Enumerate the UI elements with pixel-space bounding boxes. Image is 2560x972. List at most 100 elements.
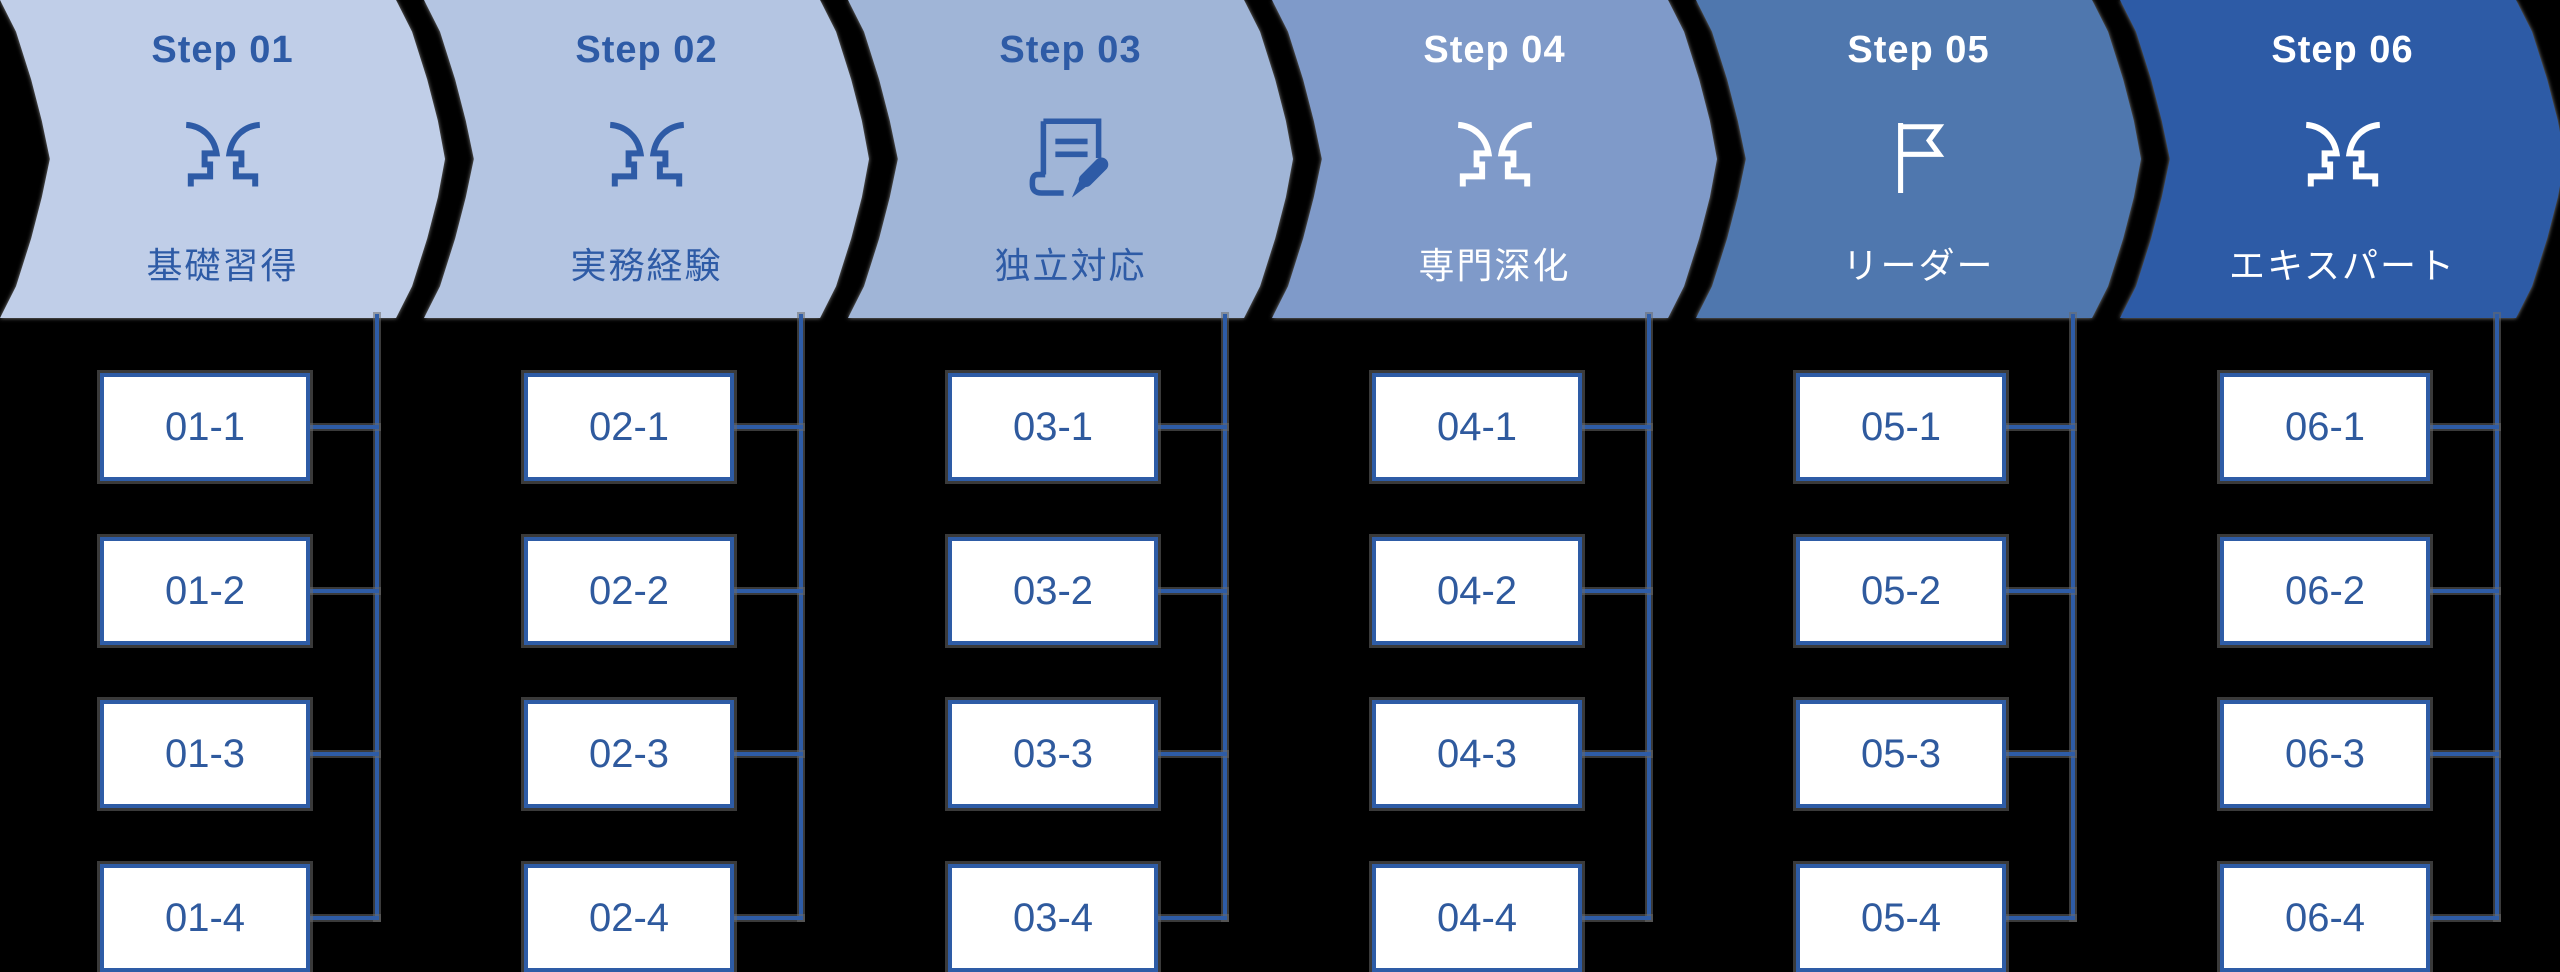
faces-icon (177, 112, 269, 204)
task-label: 03-2 (1012, 568, 1094, 613)
step-banner-6: Step 06 エキスパート (2120, 0, 2560, 318)
task-box: 04-2 (1372, 537, 1582, 645)
connector-branch-line (1578, 752, 1651, 756)
task-label: 06-3 (2284, 731, 2366, 776)
task-label: 04-3 (1436, 731, 1518, 776)
connector-branch-line (2002, 425, 2075, 429)
step-banner-2: Step 02 実務経験 (424, 0, 869, 318)
connector-branch-line (2426, 589, 2499, 593)
task-box: 01-3 (100, 700, 310, 808)
step-title: エキスパート (2229, 245, 2456, 286)
step-number: Step 04 (1423, 29, 1566, 71)
step-column-2: Step 02 実務経験 02-1 02-2 02-3 02-4 (424, 0, 874, 972)
task-label: 03-4 (1012, 895, 1094, 940)
faces-icon (1449, 112, 1541, 204)
step-column-3: Step 03 独立対応 03-1 03-2 03-3 03-4 (848, 0, 1298, 972)
connector-branch-line (306, 589, 379, 593)
task-box: 02-1 (524, 373, 734, 481)
step-banner-5: Step 05 リーダー (1696, 0, 2141, 318)
step-column-5: Step 05 リーダー 05-1 05-2 05-3 05-4 (1696, 0, 2146, 972)
connector-branch-line (730, 425, 803, 429)
task-label: 02-3 (588, 731, 670, 776)
connector-branch-line (1154, 752, 1227, 756)
task-box: 05-3 (1796, 700, 2006, 808)
connector-trunk-line (1647, 314, 1651, 920)
task-box: 04-1 (1372, 373, 1582, 481)
connector-branch-line (1154, 425, 1227, 429)
task-box: 01-1 (100, 373, 310, 481)
connector-branch-line (2002, 916, 2075, 920)
task-label: 03-3 (1012, 731, 1094, 776)
task-box: 03-3 (948, 700, 1158, 808)
task-label: 04-2 (1436, 568, 1518, 613)
task-label: 06-1 (2284, 404, 2366, 449)
faces-icon (2297, 112, 2389, 204)
step-column-6: Step 06 エキスパート 06-1 06-2 06-3 06-4 (2120, 0, 2560, 972)
task-box: 01-2 (100, 537, 310, 645)
step-number: Step 01 (151, 29, 294, 71)
task-label: 06-4 (2284, 895, 2366, 940)
connector-branch-line (2426, 752, 2499, 756)
task-label: 05-1 (1860, 404, 1942, 449)
task-box: 03-1 (948, 373, 1158, 481)
task-box: 02-2 (524, 537, 734, 645)
task-label: 01-2 (164, 568, 246, 613)
connector-trunk-line (1223, 314, 1227, 920)
step-column-4: Step 04 専門深化 04-1 04-2 04-3 04-4 (1272, 0, 1722, 972)
step-number: Step 03 (999, 29, 1142, 71)
task-label: 02-4 (588, 895, 670, 940)
connector-branch-line (306, 425, 379, 429)
connector-branch-line (730, 916, 803, 920)
task-label: 05-3 (1860, 731, 1942, 776)
step-title: 専門深化 (1418, 245, 1571, 286)
connector-branch-line (306, 916, 379, 920)
step-banner-3: Step 03 独立対応 (848, 0, 1293, 318)
step-title: 基礎習得 (146, 245, 299, 286)
task-label: 05-4 (1860, 895, 1942, 940)
step-number: Step 02 (575, 29, 718, 71)
step-number: Step 05 (1847, 29, 1990, 71)
step-title: 独立対応 (994, 245, 1147, 286)
step-banner-1: Step 01 基礎習得 (0, 0, 445, 318)
task-label: 03-1 (1012, 404, 1094, 449)
connector-branch-line (2002, 589, 2075, 593)
task-label: 02-1 (588, 404, 670, 449)
task-label: 01-3 (164, 731, 246, 776)
connector-trunk-line (2495, 314, 2499, 920)
step-number: Step 06 (2271, 29, 2414, 71)
connector-branch-line (1578, 916, 1651, 920)
connector-trunk-line (375, 314, 379, 920)
task-box: 04-4 (1372, 864, 1582, 972)
document-edit-icon (1025, 112, 1117, 204)
task-box: 01-4 (100, 864, 310, 972)
task-box: 06-3 (2220, 700, 2430, 808)
flag-icon (1873, 112, 1965, 204)
connector-branch-line (730, 752, 803, 756)
task-box: 03-2 (948, 537, 1158, 645)
task-box: 06-2 (2220, 537, 2430, 645)
task-label: 01-1 (164, 404, 246, 449)
connector-trunk-line (2071, 314, 2075, 920)
connector-trunk-line (799, 314, 803, 920)
connector-branch-line (1154, 589, 1227, 593)
task-box: 03-4 (948, 864, 1158, 972)
task-label: 04-1 (1436, 404, 1518, 449)
connector-branch-line (2426, 425, 2499, 429)
connector-branch-line (730, 589, 803, 593)
task-box: 06-1 (2220, 373, 2430, 481)
faces-icon (601, 112, 693, 204)
task-box: 06-4 (2220, 864, 2430, 972)
task-box: 05-2 (1796, 537, 2006, 645)
task-box: 05-4 (1796, 864, 2006, 972)
step-title: リーダー (1842, 245, 1995, 286)
task-label: 04-4 (1436, 895, 1518, 940)
connector-branch-line (1578, 589, 1651, 593)
task-label: 05-2 (1860, 568, 1942, 613)
task-box: 05-1 (1796, 373, 2006, 481)
task-label: 02-2 (588, 568, 670, 613)
task-box: 04-3 (1372, 700, 1582, 808)
step-banner-4: Step 04 専門深化 (1272, 0, 1717, 318)
connector-branch-line (306, 752, 379, 756)
connector-branch-line (1154, 916, 1227, 920)
